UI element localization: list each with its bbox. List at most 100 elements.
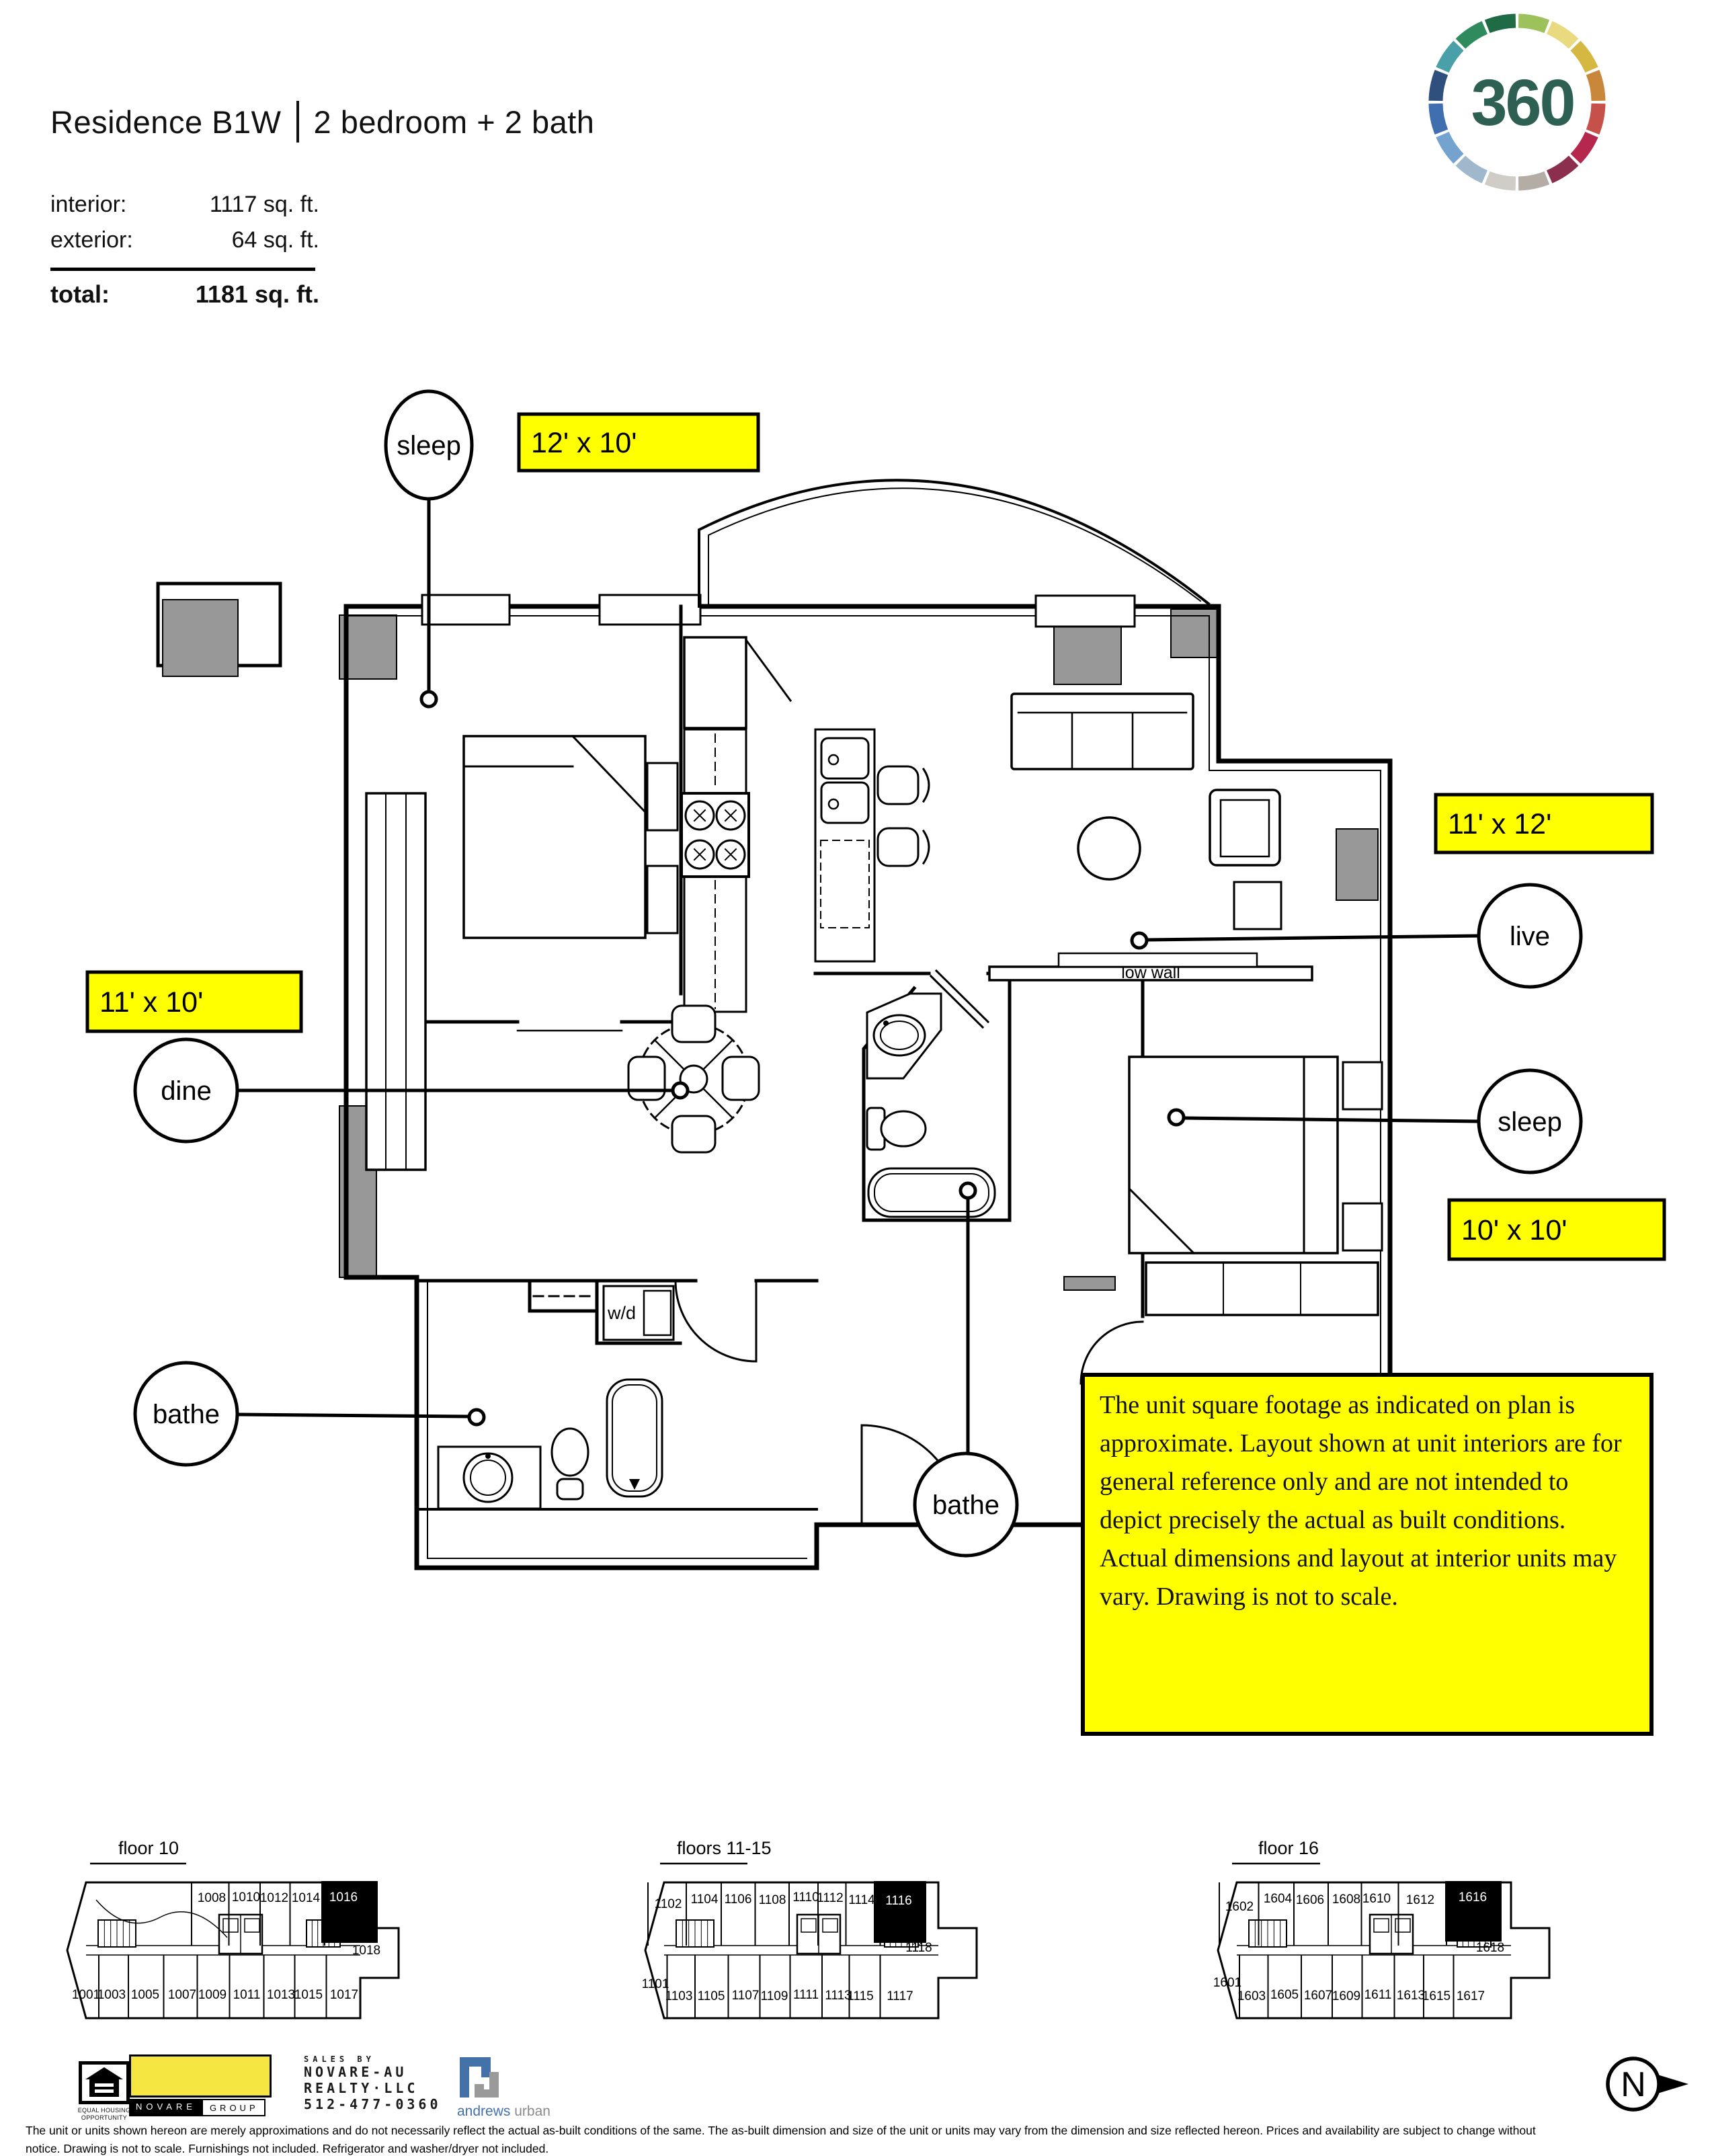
- unit-number: 1111: [793, 1988, 819, 2002]
- logo-ring-segment: [1436, 131, 1464, 164]
- page-title: Residence B1W 2 bedroom + 2 bath: [50, 101, 594, 143]
- unit-number: 1104: [691, 1892, 719, 1907]
- unit-number: 1604: [1264, 1892, 1293, 1906]
- total-value: 1181 sq. ft.: [195, 280, 319, 308]
- unit-number: 1017: [330, 1988, 358, 2002]
- unit-number: 1014: [292, 1891, 321, 1905]
- logo-ring-segment: [1436, 40, 1464, 73]
- highlighted-unit: [321, 1881, 378, 1943]
- dimension-tag-box: [1434, 793, 1654, 854]
- logo-ring-segment: [1428, 103, 1448, 135]
- dimension-tag-label: 10' x 10': [1461, 1214, 1567, 1246]
- unit-number: 1102: [655, 1897, 682, 1911]
- unit-number: 1605: [1270, 1988, 1299, 2002]
- novare-name: NOVARE: [129, 2099, 202, 2116]
- interior-label: interior:: [50, 192, 127, 217]
- furniture: [365, 636, 1383, 1510]
- interior-area-row: interior: 1117 sq. ft.: [50, 187, 594, 223]
- residence-name: Residence B1W: [50, 104, 282, 140]
- sales-by-block: SALES BY NOVARE-AU REALTY·LLC 512-477-03…: [304, 2054, 442, 2112]
- logo-ring-segment: [1484, 13, 1516, 34]
- logo-ring-segment: [1518, 171, 1550, 191]
- sleep-2-leader: [1183, 1116, 1479, 1123]
- dine-dot: [671, 1081, 690, 1100]
- unit-number: 1603: [1237, 1989, 1266, 2003]
- sales-line3: REALTY·LLC: [304, 2080, 419, 2096]
- logo-ring-segment: [1455, 21, 1488, 49]
- bathe-1-dot: [467, 1408, 486, 1427]
- unit-number: 1112: [817, 1891, 843, 1905]
- unit-number: 1609: [1332, 1989, 1360, 2003]
- unit-number: 1103: [665, 1989, 693, 2003]
- fineprint-line1: The unit or units shown hereon are merel…: [26, 2124, 1536, 2137]
- floorplate-label: floors 11-15: [677, 1838, 772, 1858]
- logo-ring-segment: [1484, 171, 1516, 191]
- andrews-urban-icon: [460, 2057, 499, 2098]
- floorplate-outline: [1217, 1881, 1551, 2020]
- dimension-tag-label: 11' x 10': [99, 986, 203, 1019]
- equal-housing-icon: [79, 2061, 130, 2104]
- unit-number: 1012: [260, 1891, 288, 1905]
- total-rule: [50, 268, 315, 271]
- elevator-cabs: [1373, 1915, 1411, 1954]
- urban-word: urban: [514, 2104, 550, 2119]
- unit-number: 1001: [72, 1988, 100, 2002]
- logo-ring-segment: [1586, 103, 1606, 135]
- header: Residence B1W 2 bedroom + 2 bath interio…: [50, 101, 594, 311]
- logo-ring-segment: [1586, 69, 1606, 102]
- unit-number: 1116: [885, 1894, 911, 1908]
- unit-number: 1003: [97, 1988, 126, 2002]
- bathe-1-label: bathe: [153, 1400, 220, 1429]
- amenity-squiggle: [95, 1899, 228, 1938]
- logo-ring-segment: [1546, 155, 1579, 184]
- dine-label: dine: [161, 1076, 212, 1106]
- north-label: N: [1621, 2065, 1646, 2104]
- stair-treads: [104, 1920, 130, 1947]
- fineprint-line2: notice. Drawing is not to scale. Furnish…: [26, 2142, 549, 2155]
- unit-number: 1109: [761, 1989, 788, 2003]
- unit-number: 1010: [232, 1890, 260, 1905]
- bathe-2-bubble: [913, 1451, 1019, 1558]
- live-bubble: [1477, 883, 1583, 989]
- floorplate-outline: [644, 1881, 978, 2020]
- eho-line2: OPPORTUNITY: [81, 2114, 128, 2121]
- sleep-1-label: sleep: [397, 431, 461, 461]
- dimension-tag-label: 11' x 12': [1448, 808, 1551, 840]
- wd-label: w/d: [607, 1303, 636, 1323]
- live-dot: [1130, 931, 1149, 950]
- unit-number: 1110: [792, 1890, 819, 1905]
- unit-number: 1602: [1225, 1900, 1254, 1914]
- logo-ring-segment: [1546, 21, 1579, 49]
- unit-number: 1106: [725, 1892, 752, 1907]
- sales-line2: NOVARE-AU: [304, 2064, 407, 2080]
- dimension-tag-box: [517, 412, 760, 473]
- unit-number: 1601: [1213, 1976, 1241, 1990]
- bathe-2-dot: [958, 1181, 977, 1200]
- residence-type: 2 bedroom + 2 bath: [313, 104, 595, 140]
- sleep-2-label: sleep: [1498, 1107, 1562, 1137]
- title-divider: [296, 101, 299, 143]
- novare-group-logo: NOVARE GROUP: [129, 2054, 272, 2116]
- highlighted-unit: [874, 1881, 926, 1943]
- stair-treads: [682, 1920, 708, 1947]
- unit-number: 1611: [1364, 1988, 1392, 2002]
- unit-number: 1607: [1304, 1989, 1332, 2003]
- unit-number: 1008: [198, 1891, 226, 1905]
- andrews-word: andrews: [457, 2104, 511, 2119]
- unit-number: 1013: [267, 1988, 295, 2002]
- unit-number: 1617: [1457, 1989, 1485, 2003]
- andrews-urban-logo: andrews urban: [457, 2056, 550, 2120]
- dimension-tag-box: [1447, 1198, 1666, 1261]
- unit-number: 1114: [848, 1893, 875, 1907]
- live-leader: [1146, 934, 1479, 942]
- unit-number: 1612: [1406, 1893, 1434, 1907]
- logo-360-text: 360: [1471, 66, 1574, 139]
- exterior-label: exterior:: [50, 227, 133, 253]
- live-label: live: [1510, 922, 1550, 951]
- total-label: total:: [50, 280, 110, 308]
- unit-number: 1107: [732, 1989, 760, 2003]
- exterior-value: 64 sq. ft.: [231, 227, 319, 253]
